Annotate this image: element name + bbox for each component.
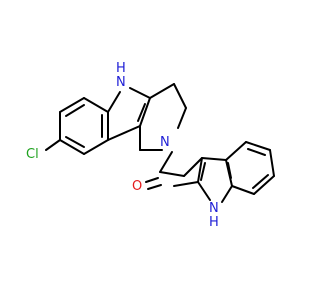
amide-n-label: N <box>160 135 170 150</box>
indole-h-label: H <box>209 215 219 230</box>
left-benzene-ring <box>59 97 109 155</box>
methyl-substituent <box>173 181 199 187</box>
pyrrole-ring <box>107 87 151 141</box>
indole-n-label: N <box>209 201 219 216</box>
chloro-substituent: Cl <box>26 139 61 162</box>
indole-nh-h-label: H <box>116 61 126 76</box>
carbonyl-oxygen-label: O <box>132 179 142 194</box>
methylindole-pyrrole <box>197 157 233 203</box>
indole-nh-n-label: N <box>116 75 126 90</box>
molecule-structure: Cl H N N O N H <box>26 61 275 230</box>
acyl-linker <box>145 151 203 190</box>
methylindole-benzene <box>225 141 275 195</box>
piperidine-ring <box>139 83 187 151</box>
molecule-canvas: Cl H N N O N H <box>26 61 275 230</box>
chlorine-label: Cl <box>26 147 39 162</box>
